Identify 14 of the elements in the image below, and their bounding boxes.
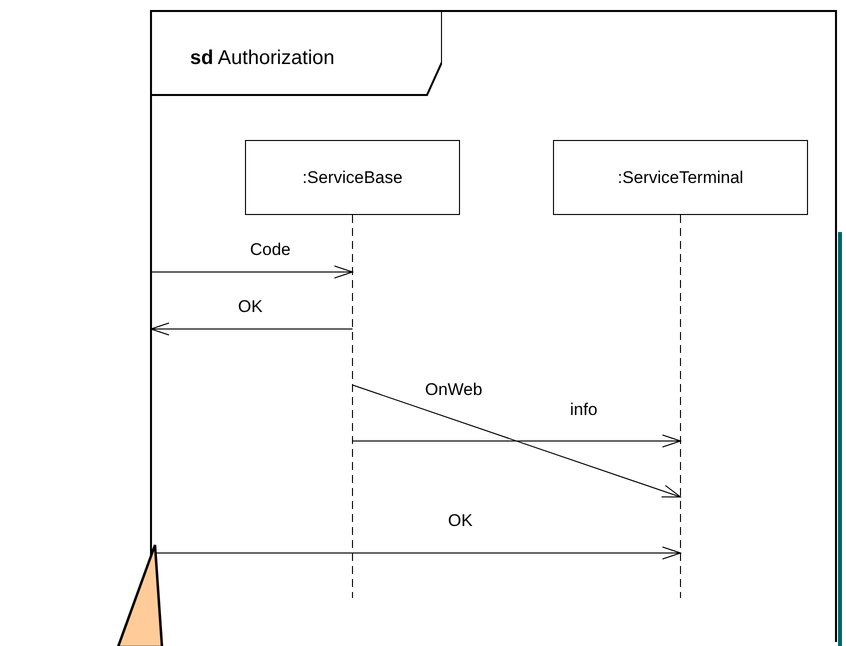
message-label: OK [448, 511, 473, 531]
message-label: info [570, 400, 598, 420]
message-arrow [150, 266, 353, 278]
frame-heading: sd Authorization [190, 48, 335, 68]
pointer-triangle [116, 543, 164, 646]
message-arrow [352, 384, 681, 498]
message-arrow [352, 434, 681, 448]
message-label: OnWeb [425, 380, 482, 400]
message-label: Code [250, 240, 291, 260]
lifeline-head: :ServiceBase [245, 140, 460, 215]
message-arrow [150, 322, 353, 336]
frame [150, 10, 837, 642]
message-label: OK [238, 297, 263, 317]
lifeline-head: :ServiceTerminal [553, 140, 808, 215]
